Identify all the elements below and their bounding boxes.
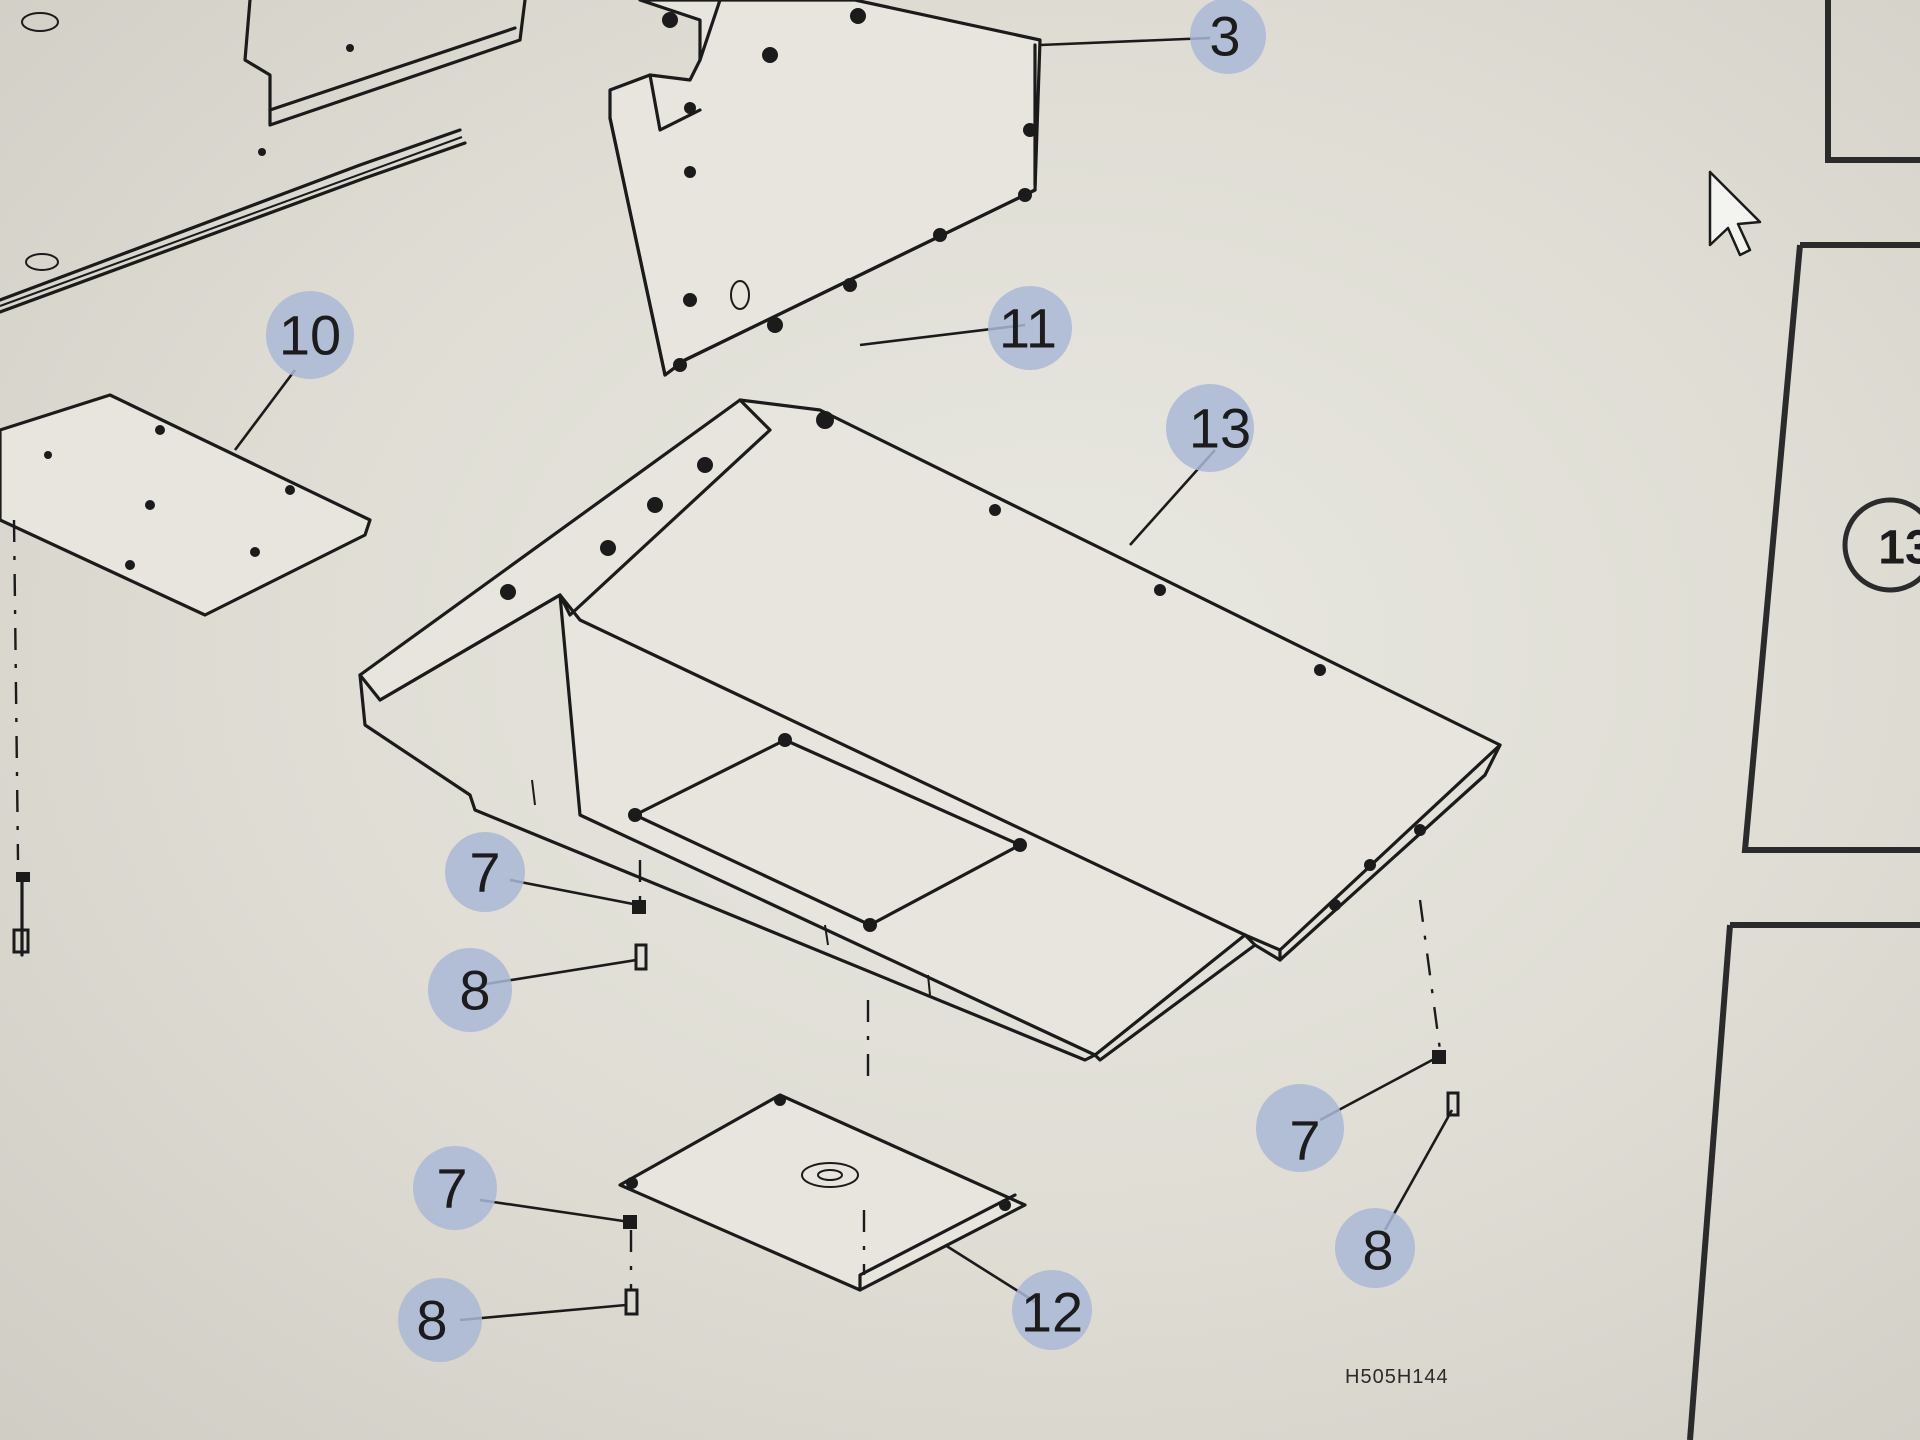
callout-12[interactable]: 12: [1012, 1270, 1092, 1350]
svg-text:7: 7: [1289, 1109, 1320, 1172]
callout-3[interactable]: 3: [1190, 0, 1266, 74]
svg-text:12: 12: [1021, 1281, 1083, 1344]
callout-7[interactable]: 7: [1256, 1084, 1344, 1172]
tray-part-13: [358, 398, 1502, 1062]
callout-11[interactable]: 11: [988, 286, 1072, 370]
plate-part-10: [0, 393, 372, 861]
svg-text:3: 3: [1209, 5, 1240, 68]
svg-text:10: 10: [279, 304, 341, 367]
mouse-cursor-icon: [1708, 170, 1762, 257]
svg-text:8: 8: [459, 959, 490, 1022]
svg-text:8: 8: [416, 1289, 447, 1352]
mounting-bracket: [608, 0, 1042, 377]
callout-13[interactable]: 13: [1166, 384, 1254, 472]
svg-text:11: 11: [999, 297, 1057, 360]
left-edge-fastener: [12, 872, 30, 957]
fastener-set-right: [1418, 899, 1460, 1117]
svg-text:7: 7: [469, 841, 500, 904]
plate-part-12: [618, 1000, 1027, 1292]
svg-text:13: 13: [1189, 397, 1251, 460]
callout-7[interactable]: 7: [413, 1146, 497, 1230]
callout-8[interactable]: 8: [428, 948, 512, 1032]
callout-7[interactable]: 7: [445, 832, 525, 912]
svg-text:7: 7: [436, 1157, 467, 1220]
callout-10[interactable]: 10: [266, 291, 354, 379]
callout-8[interactable]: 8: [398, 1278, 482, 1362]
drawing-id: H505H144: [1345, 1366, 1449, 1388]
callout-8[interactable]: 8: [1335, 1208, 1415, 1288]
callouts: 3 10 11 13 7 8 7 8: [266, 0, 1415, 1362]
fastener-set-bottom: [623, 1215, 639, 1316]
side-panel-ring-label: 13: [1878, 522, 1920, 575]
svg-text:8: 8: [1362, 1219, 1393, 1282]
side-panel: 13: [1687, 0, 1920, 1440]
side-panel-ring: [1842, 497, 1920, 593]
rail-assembly: [0, 0, 527, 314]
